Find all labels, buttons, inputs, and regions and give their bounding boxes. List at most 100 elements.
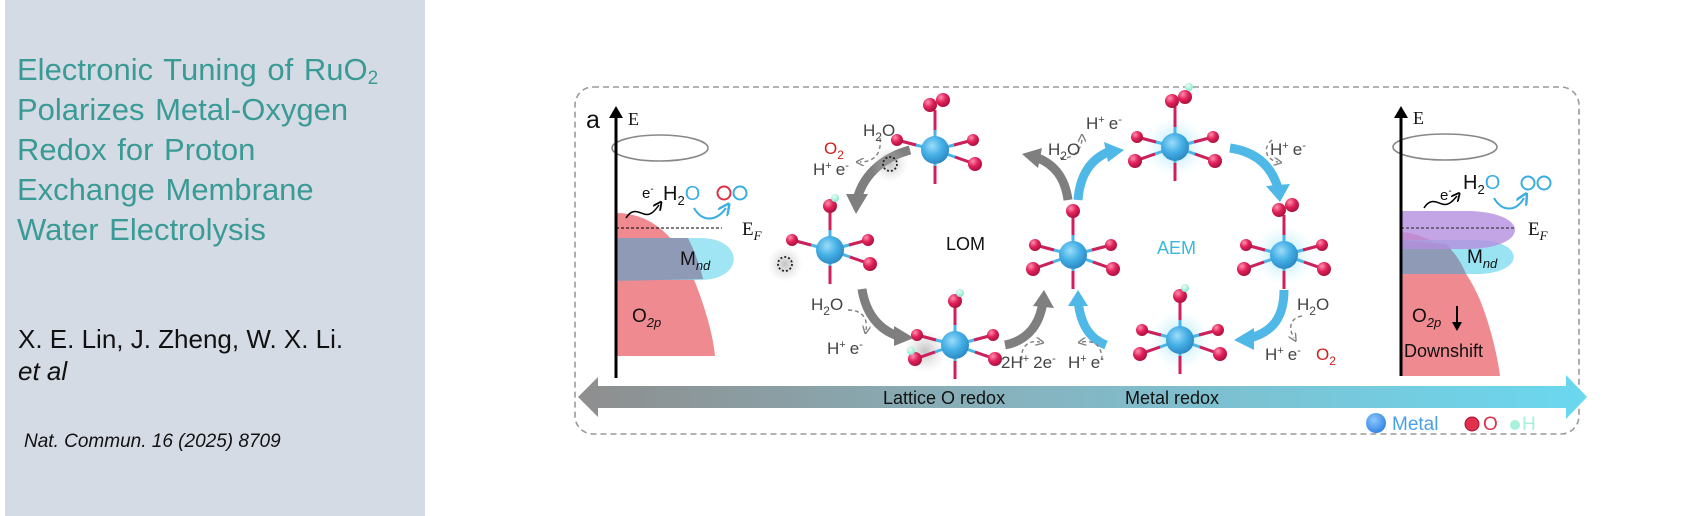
legend: Metal O H: [1366, 413, 1536, 435]
legend-h-label: H: [1522, 414, 1536, 435]
title-line-1: Electronic Tuning of RuO2: [17, 52, 379, 89]
oxygen-atom: [923, 98, 937, 112]
aem-arrow-right: [1248, 289, 1289, 343]
oxygen-atom: [1316, 239, 1328, 251]
aem-molecule-bottom: [1133, 284, 1227, 374]
left-reactant-label: H2O: [663, 183, 700, 208]
lom-arrowhead-left-icon: [894, 326, 914, 346]
aem-label: AEM: [1157, 238, 1196, 258]
metal-atom: [921, 136, 949, 164]
lom-bottom-label: 2H+2e-: [1001, 353, 1056, 372]
oxygen-atom: [823, 199, 837, 213]
left-fermi-label: EF: [742, 219, 763, 243]
aem-arrow-center-top: [1073, 147, 1111, 201]
right-fermi-label: EF: [1528, 219, 1549, 243]
lom-top-o2-label: O2: [824, 139, 844, 162]
authors-etal: et al: [18, 356, 68, 386]
lom-arrow-left: [857, 288, 900, 341]
oxygen-atom: [1026, 262, 1040, 276]
left-oxygen-band-label: O2p: [632, 306, 661, 330]
aem-molecule-top: [1128, 83, 1222, 181]
aem-molecule-right: [1237, 198, 1331, 289]
right-axis-arrowhead-icon: [1394, 106, 1408, 118]
oxygen-atom: [1173, 289, 1187, 303]
lom-arrow-center: [1036, 153, 1073, 201]
aem-top-he-label: H+e-: [1270, 140, 1306, 159]
vacancy-glow: [767, 246, 803, 282]
oxygen-atom: [1105, 239, 1117, 251]
left-oxygen-band: [616, 213, 715, 356]
legend-o-label: O: [1483, 414, 1498, 435]
right-band-diagram: E e- H2O EF Mnd O2p Downshift: [1392, 106, 1552, 376]
hydrogen-atom: [1181, 284, 1189, 292]
left-product-o-blue: [732, 185, 748, 201]
vacancy-glow: [872, 146, 908, 182]
oxygen-atom: [1131, 131, 1143, 143]
aem-arrow-top: [1229, 143, 1283, 190]
dashed-side-arrows: [847, 138, 1303, 361]
hydrogen-atom: [831, 194, 839, 202]
author-list: X. E. Lin, J. Zheng, W. X. Li.: [18, 324, 344, 354]
left-band-diagram: E e- H2O EF Mnd O2p: [609, 106, 763, 378]
metal-atom: [1166, 326, 1194, 354]
lom-molecule-left: [767, 194, 877, 284]
oxygen-atom: [967, 134, 979, 146]
oxygen-atom: [987, 329, 999, 341]
lom-left-h2o-label: H2O: [811, 295, 843, 318]
right-reactant-label: H2O: [1463, 172, 1500, 197]
aem-cycle-arrows: [1068, 142, 1290, 350]
aem-arrowhead-top-icon: [1266, 184, 1290, 202]
legend-h-swatch: [1510, 420, 1520, 430]
metal-atom: [816, 236, 844, 264]
oxygen-atom: [1317, 262, 1331, 276]
aem-right-h2o-label: H2O: [1297, 295, 1329, 318]
left-transfer-arrow-icon: [693, 208, 726, 220]
aem-arrow-bottom: [1073, 299, 1108, 350]
right-product-o-2: [1536, 175, 1552, 191]
oxygen-atom: [1272, 203, 1286, 217]
aem-arrowhead-right-icon: [1234, 328, 1254, 350]
downshift-label: Downshift: [1404, 341, 1483, 361]
right-purple-band: [1401, 211, 1515, 249]
oxygen-atom: [1178, 90, 1192, 104]
panel-label: a: [586, 106, 600, 134]
lom-arrow-bottom: [1003, 301, 1048, 350]
metal-atom: [1059, 241, 1087, 269]
oxygen-atom: [908, 352, 922, 366]
oxygen-atom: [1237, 262, 1251, 276]
dashed-arrow-aem-right: [1291, 315, 1303, 338]
left-electron-wave-icon: [625, 205, 659, 219]
oxygen-atom: [1165, 94, 1179, 108]
oxygen-atom: [1285, 198, 1299, 212]
aem-bottom-he-label: H+e-: [1068, 353, 1104, 372]
hydrogen-atom: [907, 347, 915, 355]
metal-atom: [941, 331, 969, 359]
title-line-5: Water Electrolysis: [17, 212, 266, 247]
dashed-arrow-lom-bottom: [1021, 342, 1040, 361]
oxygen-atom: [936, 93, 950, 107]
oxygen-atom: [1133, 347, 1147, 361]
oxygen-atom: [988, 352, 1002, 366]
oxygen-atom: [786, 234, 798, 246]
metal-redox-label: Metal redox: [1125, 388, 1219, 408]
downshift-arrowhead-icon: [1452, 322, 1462, 331]
oxygen-atom: [891, 134, 903, 146]
authors: X. E. Lin, J. Zheng, W. X. Li. et al: [18, 323, 343, 387]
lom-arrowhead-center-icon: [1022, 148, 1042, 168]
oxygen-atom: [1029, 239, 1041, 251]
right-oxygen-band-label: O2p: [1412, 306, 1441, 330]
left-axis-label: E: [628, 109, 639, 129]
oxygen-atom: [1213, 347, 1227, 361]
oxygen-atom: [948, 294, 962, 308]
oxygen-atom: [1212, 324, 1224, 336]
hydrogen-atom: [956, 289, 964, 297]
oxygen-atom: [911, 329, 923, 341]
oxygen-atom: [1136, 324, 1148, 336]
dashed-arrow-lom-left: [847, 309, 866, 330]
lom-molecule-bottom: [903, 289, 1002, 379]
metal-atom: [1270, 241, 1298, 269]
oxygen-atom: [1207, 131, 1219, 143]
right-transfer-arrow-icon: [1493, 198, 1524, 210]
lom-top-he-label: H+e-: [813, 160, 849, 179]
